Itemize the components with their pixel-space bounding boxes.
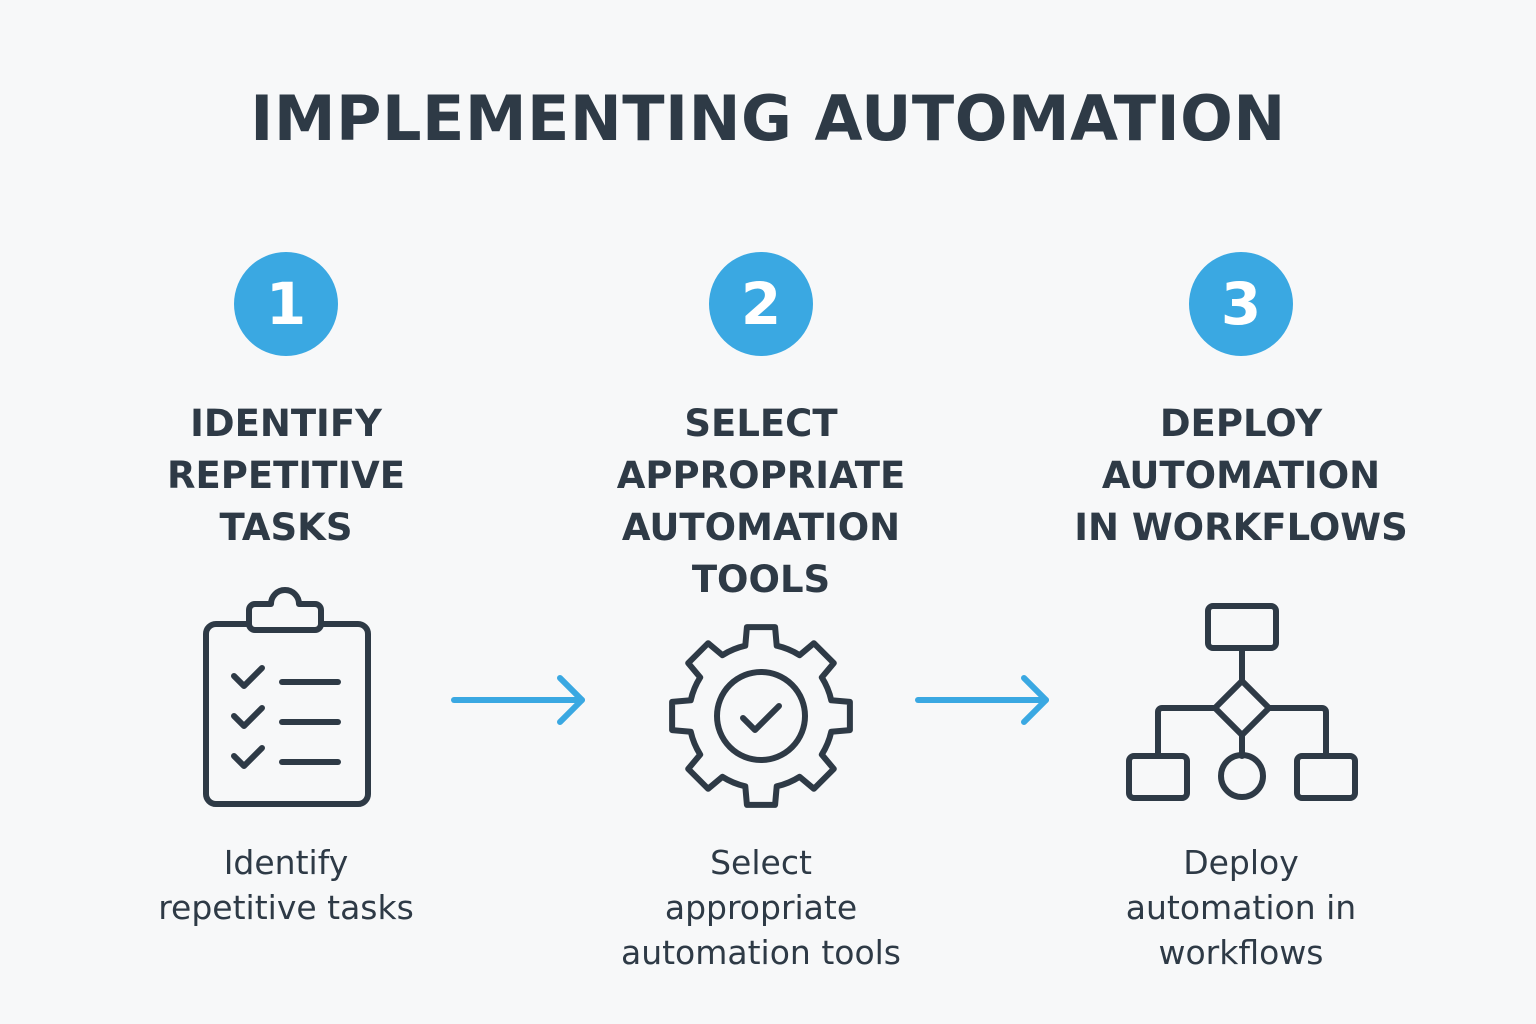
step-description-line: repetitive tasks <box>158 888 414 927</box>
step-heading-line: SELECT <box>684 402 838 445</box>
step-description-line: Identify <box>223 843 349 882</box>
step-1: 1 IDENTIFY REPETITIVE TASKS Identify rep… <box>46 0 526 1024</box>
step-heading-line: IDENTIFY <box>190 402 382 445</box>
step-description-line: Select <box>710 843 812 882</box>
gear-check-icon <box>669 624 853 808</box>
step-description-line: appropriate <box>664 888 858 927</box>
step-heading-line: TASKS <box>219 506 353 549</box>
step-description: Deploy automation in workflows <box>1001 840 1481 975</box>
step-heading-line: IN WORKFLOWS <box>1074 506 1408 549</box>
step-heading-line: APPROPRIATE <box>616 454 906 497</box>
clipboard-checklist-icon <box>203 587 371 807</box>
arrow-right-icon <box>915 675 1049 725</box>
step-description-line: Deploy <box>1183 843 1299 882</box>
page-title: IMPLEMENTING AUTOMATION <box>250 82 1286 155</box>
step-heading-line: REPETITIVE <box>166 454 406 497</box>
step-heading-line: AUTOMATION <box>1101 454 1381 497</box>
step-number-badge: 1 <box>234 252 338 356</box>
step-number-badge: 2 <box>709 252 813 356</box>
step-description-line: automation in <box>1125 888 1357 927</box>
step-heading-line: DEPLOY <box>1159 402 1323 445</box>
step-2: 2 SELECT APPROPRIATE AUTOMATION TOOLS Se… <box>521 0 1001 1024</box>
step-heading: DEPLOY AUTOMATION IN WORKFLOWS <box>1001 398 1481 554</box>
step-heading-line: AUTOMATION <box>621 506 901 549</box>
step-3: 3 DEPLOY AUTOMATION IN WORKFLOWS Deploy … <box>1001 0 1481 1024</box>
step-heading: SELECT APPROPRIATE AUTOMATION TOOLS <box>521 398 1001 606</box>
step-heading: IDENTIFY REPETITIVE TASKS <box>46 398 526 554</box>
step-number-badge: 3 <box>1189 252 1293 356</box>
step-heading-line: TOOLS <box>691 558 831 601</box>
step-description: Identify repetitive tasks <box>46 840 526 930</box>
step-description-line: workflows <box>1158 933 1324 972</box>
arrow-right-icon <box>451 675 585 725</box>
workflow-diagram-icon <box>1126 603 1358 801</box>
step-description-line: automation tools <box>620 933 902 972</box>
step-description: Select appropriate automation tools <box>521 840 1001 975</box>
